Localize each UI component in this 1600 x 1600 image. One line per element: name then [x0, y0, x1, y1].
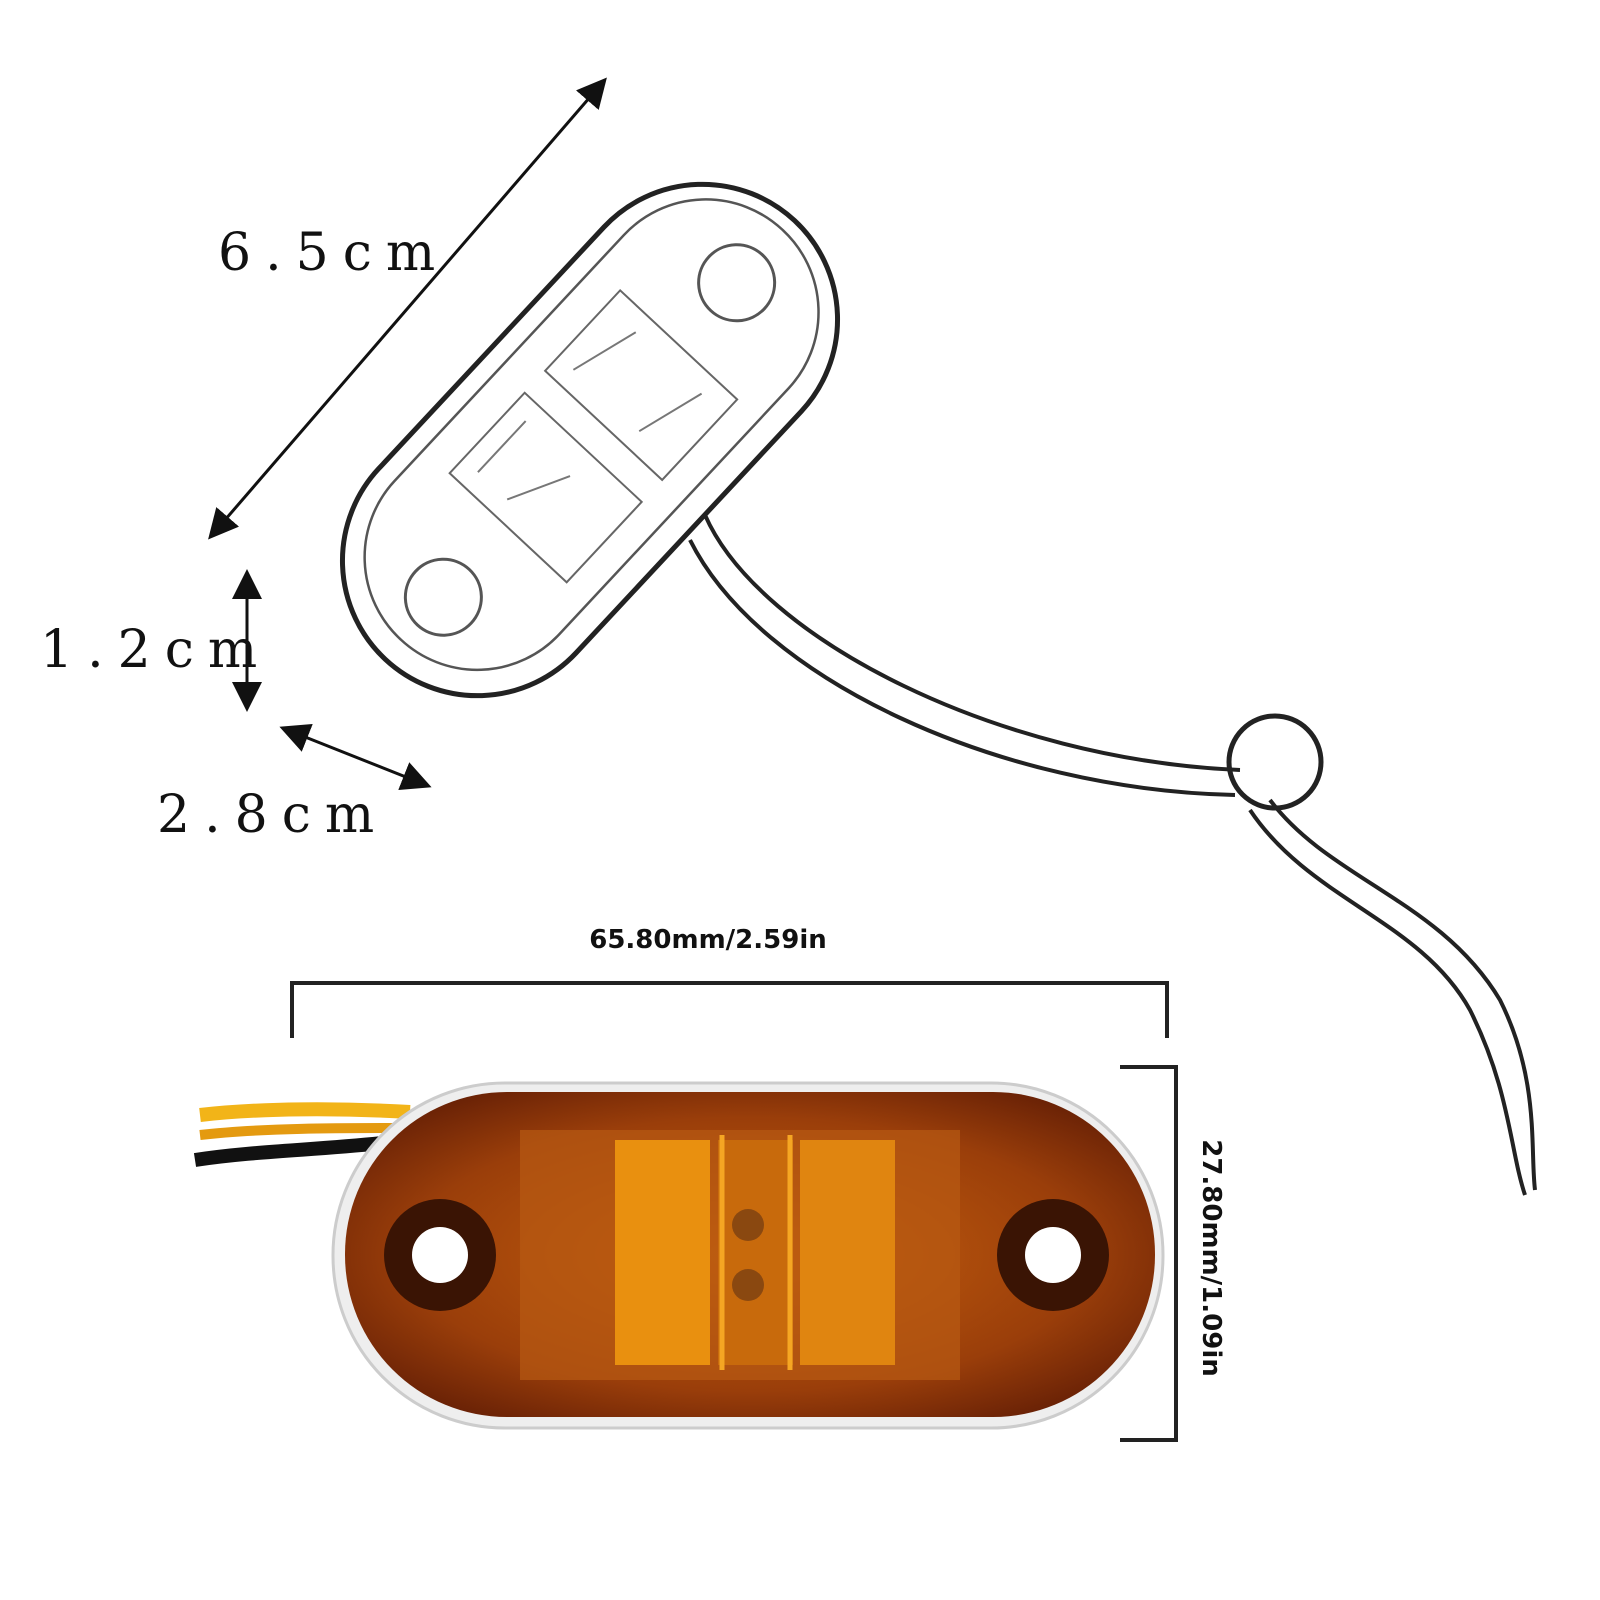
lamp-sketch	[339, 181, 1537, 1196]
photo-width-label: 27.80mm/1.09in	[1196, 1139, 1226, 1377]
photo-dimension-brackets	[290, 981, 1178, 1442]
photo-length-label: 65.80mm/2.59in	[589, 925, 827, 955]
sketch-width-label: 2.8cm	[157, 785, 388, 845]
sketch-dimension-arrows	[208, 77, 607, 791]
lamp-photo	[193, 1081, 1165, 1430]
sketch-length-label: 6.5cm	[218, 223, 449, 283]
sketch-height-label: 1.2cm	[40, 620, 271, 680]
yellow-wire	[199, 1102, 411, 1122]
